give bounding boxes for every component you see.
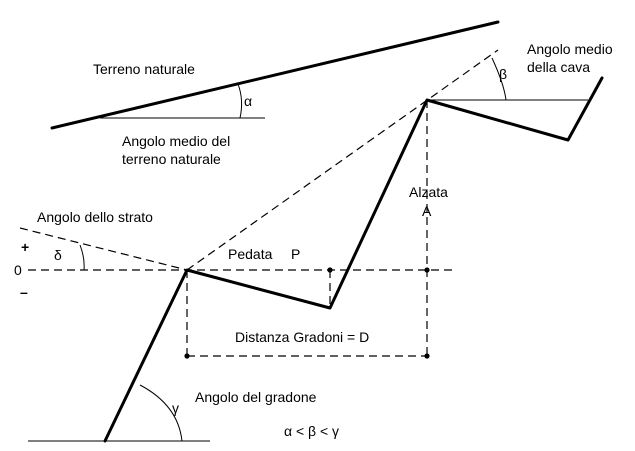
beta-arc xyxy=(491,57,507,101)
label-plus: + xyxy=(21,239,29,255)
dot-distance-right xyxy=(424,353,430,359)
bench-profile xyxy=(103,76,604,443)
label-relation: α < β < γ xyxy=(284,423,339,439)
dot-distance-left xyxy=(184,353,190,359)
label-pedata: Pedata xyxy=(228,246,273,262)
label-zero: 0 xyxy=(14,262,22,278)
label-angolo-gradone: Angolo del gradone xyxy=(195,389,317,405)
alpha-arc xyxy=(237,83,243,119)
label-angolo-medio-cava-2: della cava xyxy=(527,59,590,75)
label-alzata-2: A xyxy=(422,203,432,219)
label-angolo-medio-terreno-2: terreno naturale xyxy=(122,151,221,167)
dot-pedata-top xyxy=(327,267,333,273)
label-angolo-medio-terreno-1: Angolo medio del xyxy=(122,133,230,149)
quarry-mean-angle-line xyxy=(186,49,499,271)
label-alzata-1: Alzata xyxy=(409,184,448,200)
label-minus: – xyxy=(20,284,28,300)
dot-alzata-bottom xyxy=(424,267,430,273)
label-distanza: Distanza Gradoni = D xyxy=(235,329,369,345)
label-alpha: α xyxy=(244,93,252,109)
gamma-arc xyxy=(139,384,183,442)
label-angolo-strato: Angolo dello strato xyxy=(37,209,153,225)
label-pedata-symbol: P xyxy=(291,246,300,262)
delta-arc xyxy=(79,244,85,271)
label-angolo-medio-cava-1: Angolo medio xyxy=(527,41,613,57)
label-beta: β xyxy=(499,66,507,82)
layer-angle-line xyxy=(19,227,188,271)
natural-terrain-line xyxy=(50,20,500,130)
label-gamma: γ xyxy=(172,400,179,416)
label-terreno-naturale: Terreno naturale xyxy=(93,61,195,77)
label-delta: δ xyxy=(54,247,62,263)
